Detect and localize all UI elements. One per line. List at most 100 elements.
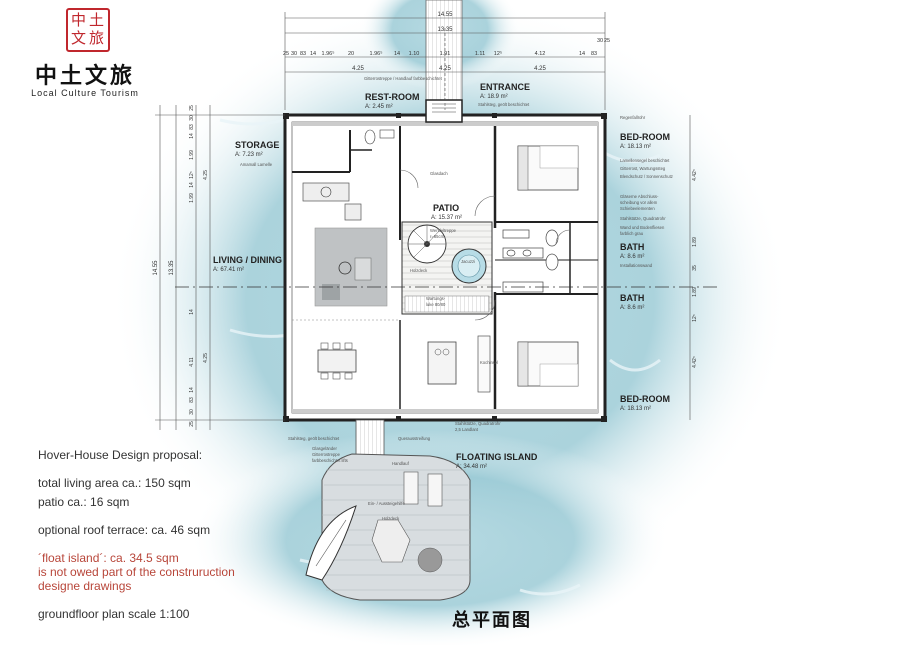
svg-text:farbbeschichtet lifts: farbbeschichtet lifts [312, 458, 348, 463]
dim-top-row: 25 30 83 14 1.96⁵ 20 1.96⁵ 14 1.10 1.91 … [283, 38, 610, 57]
dim-left-segments: 25 30 83 14 1.99 12⁵ 14 1.99 4.25 14 4.1… [189, 105, 209, 427]
svg-text:Amamall Lamelle: Amamall Lamelle [240, 162, 273, 167]
floating-island [321, 453, 471, 601]
room-label-bath-1: BATH [620, 242, 644, 252]
svg-text:Holzdeck: Holzdeck [410, 268, 428, 273]
svg-text:Gitterrostreppe / Handlauf far: Gitterrostreppe / Handlauf farbbeschicht… [364, 76, 443, 81]
svg-text:14: 14 [579, 51, 585, 57]
svg-text:Gitterrost, Wartungssteg: Gitterrost, Wartungssteg [620, 166, 666, 171]
svg-text:1.89: 1.89 [692, 287, 698, 297]
svg-text:83: 83 [300, 51, 306, 57]
dining-table [317, 349, 357, 373]
svg-text:Schiebeelementen: Schiebeelementen [620, 206, 655, 211]
svg-text:1.99: 1.99 [189, 193, 195, 203]
svg-text:Wand und Bodenfliesen: Wand und Bodenfliesen [620, 225, 665, 230]
svg-text:30: 30 [189, 115, 195, 121]
svg-text:1.99: 1.99 [189, 150, 195, 160]
room-area-bath-1: A: 8.6 m² [620, 254, 644, 260]
entrance-stair [425, 99, 463, 123]
svg-text:14: 14 [189, 133, 195, 139]
svg-text:14: 14 [189, 387, 195, 393]
svg-text:30: 30 [597, 38, 603, 44]
svg-text:Regenfallrohr: Regenfallrohr [620, 115, 646, 120]
spiral-stair [407, 224, 447, 264]
dim-left-inner: 13.35 [169, 260, 175, 276]
dim-total-width: 14.55 [437, 12, 453, 18]
svg-text:Kochinsel: Kochinsel [480, 360, 498, 365]
svg-text:1.89: 1.89 [692, 237, 698, 247]
proposal-roof-terrace: optional roof terrace: ca. 46 sqm [38, 523, 211, 537]
entry-pier [425, 0, 463, 101]
dim-inner-width: 13.35 [437, 27, 453, 33]
room-area-storage: A: 7.23 m² [235, 152, 263, 158]
svg-text:Handlauf: Handlauf [392, 461, 410, 466]
proposal-patio-area: patio ca.: 16 sqm [38, 495, 130, 509]
svg-text:Gitterrostreppe: Gitterrostreppe [312, 452, 341, 457]
svg-text:83: 83 [189, 397, 195, 403]
svg-text:Ein- / Aussteigehilfe: Ein- / Aussteigehilfe [368, 501, 405, 506]
proposal-info: Hover-House Design proposal: total livin… [38, 448, 308, 621]
svg-text:Gläserne Abschluss-: Gläserne Abschluss- [620, 194, 659, 199]
seal-stamp: 中 土 文 旅 [66, 8, 110, 52]
proposal-living-area: total living area ca.: 150 sqm [38, 476, 191, 490]
svg-text:83: 83 [591, 51, 597, 57]
proposal-float-line-3: designe drawings [38, 579, 132, 593]
svg-text:Stahlstütze, Quadratrohr: Stahlstütze, Quadratrohr [620, 216, 666, 221]
svg-text:luke 80/80: luke 80/80 [426, 302, 446, 307]
svg-text:20: 20 [348, 51, 354, 57]
svg-text:Blendschutz / Sonnenschutz: Blendschutz / Sonnenschutz [620, 174, 673, 179]
annotations: Gitterrostreppe / Handlauf farbbeschicht… [240, 76, 673, 521]
proposal-heading: Hover-House Design proposal: [38, 448, 203, 462]
svg-text:83: 83 [189, 124, 195, 130]
room-label-storage: STORAGE [235, 140, 279, 150]
svg-text:30: 30 [291, 51, 297, 57]
svg-text:4.11: 4.11 [189, 357, 195, 367]
svg-text:Stahlsteg, geölt beschichtet: Stahlsteg, geölt beschichtet [478, 102, 530, 107]
room-label-bed-2: BED-ROOM [620, 394, 670, 404]
proposal-float-line-1: ´float island´: ca. 34.5 sqm [38, 551, 179, 565]
svg-text:1.91: 1.91 [440, 51, 451, 57]
svg-text:Stahlsteg, geölt beschichtet: Stahlsteg, geölt beschichtet [288, 436, 340, 441]
svg-text:Stahlstütze, Quadratrohr: Stahlstütze, Quadratrohr [455, 421, 501, 426]
svg-text:35: 35 [692, 265, 698, 271]
svg-text:12⁵: 12⁵ [494, 50, 502, 57]
room-label-bath-2: BATH [620, 293, 644, 303]
brand-name-cn: 中土文旅 [34, 64, 135, 89]
svg-text:1.11: 1.11 [475, 51, 485, 57]
svg-text:4.12: 4.12 [535, 51, 546, 57]
room-label-patio: PATIO [433, 203, 459, 213]
svg-text:1.96⁵: 1.96⁵ [322, 50, 335, 57]
dim-half-3: 4.25 [534, 66, 546, 72]
svg-text:14: 14 [394, 51, 400, 57]
brand-logo: 中 土 文 旅 中土文旅 Local Culture Tourism [20, 8, 150, 98]
room-area-patio: A: 15.37 m² [431, 215, 462, 221]
svg-text:Holzdeck: Holzdeck [382, 516, 400, 521]
svg-text:12⁵: 12⁵ [692, 314, 698, 322]
room-area-bed-1: A: 18.13 m² [620, 144, 651, 150]
svg-text:Wendeltreppe: Wendeltreppe [430, 228, 457, 233]
room-area-rest-room: A: 2.45 m² [365, 104, 393, 110]
svg-text:Lamellensegel beschichtet: Lamellensegel beschichtet [620, 158, 670, 163]
svg-text:2,5 Landlant: 2,5 Landlant [455, 427, 479, 432]
bed-2 [517, 341, 579, 387]
proposal-scale: groundfloor plan scale 1:100 [38, 607, 190, 621]
room-label-living: LIVING / DINING [213, 255, 282, 265]
proposal-float-line-2: is not owed part of the construruction [38, 565, 235, 579]
room-label-entrance: ENTRANCE [480, 82, 530, 92]
svg-text:14: 14 [189, 309, 195, 315]
svg-text:4.42⁵: 4.42⁵ [692, 169, 698, 181]
svg-text:25: 25 [604, 38, 610, 44]
svg-text:r=85cm: r=85cm [430, 234, 445, 239]
kitchen-island [427, 341, 457, 385]
svg-text:12⁵: 12⁵ [189, 171, 195, 179]
svg-text:30: 30 [189, 409, 195, 415]
svg-text:Glasgeländer: Glasgeländer [312, 446, 338, 451]
dim-right-segments: 4.42⁵ 1.89 35 1.89 12⁵ 4.42⁵ [692, 169, 698, 368]
brand-name-en: Local Culture Tourism [31, 88, 139, 98]
page-title: 总平面图 [452, 610, 532, 631]
svg-text:25: 25 [189, 421, 195, 427]
room-area-entrance: A: 18.9 m² [480, 94, 508, 100]
svg-text:4.25: 4.25 [203, 353, 209, 363]
jacuzzi [451, 248, 487, 284]
